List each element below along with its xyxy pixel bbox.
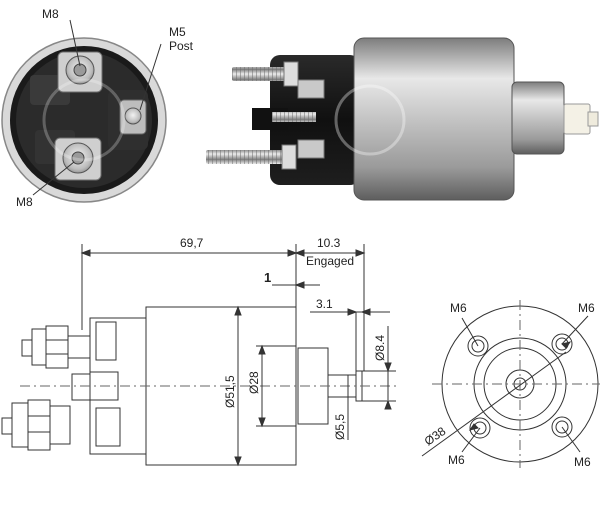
terminal-upper-drawing-icon	[21, 325, 91, 369]
bolt-label-bottom-left: M6	[448, 453, 465, 467]
m5-post-icon	[119, 99, 147, 135]
bolt-hole-icon	[551, 416, 573, 438]
dim-pin-dia-label: Ø5,5	[333, 414, 347, 440]
dim-plunger-dia-label: Ø8.4	[373, 335, 387, 361]
label-m8-top: M8	[42, 7, 59, 21]
bolt-label-top-left: M6	[450, 301, 467, 315]
small-stud-icon	[272, 112, 316, 122]
terminal-middle-drawing-icon	[71, 371, 119, 401]
terminal-lower-drawing-icon	[1, 399, 71, 451]
dim-inner-dia-label: Ø28	[247, 371, 261, 394]
bolt-label-top-right: M6	[578, 301, 595, 315]
label-m5: M5	[169, 25, 186, 39]
flange-end-view	[421, 300, 600, 468]
dim-gap-label: 1	[264, 270, 271, 285]
dim-body-dia-label: Ø51,5	[223, 375, 237, 408]
dim-engaged-value-label: 10.3	[317, 236, 341, 250]
bolt-hole-icon	[467, 335, 489, 357]
m8-terminal-top-icon	[57, 51, 103, 93]
end-view-photo: M8 M5 Post M8	[1, 7, 194, 209]
lower-stud-icon	[206, 144, 297, 170]
label-m8-bottom: M8	[16, 195, 33, 209]
pitch-dia-label: Ø38	[422, 424, 449, 449]
bolt-label-bottom-right: M6	[574, 455, 591, 469]
dim-offset-label: 3.1	[316, 297, 333, 311]
dim-length-label: 69,7	[180, 236, 204, 250]
label-post: Post	[169, 39, 194, 53]
m8-terminal-bottom-icon	[54, 137, 102, 181]
dim-engaged-label: Engaged	[306, 254, 354, 268]
upper-stud-icon	[232, 61, 299, 87]
dimension-drawing	[1, 244, 396, 467]
side-view-photo	[206, 37, 599, 201]
dimension-labels: 69,7 10.3 Engaged 1 3.1 Ø51,5 Ø28 Ø8.4 Ø…	[180, 236, 387, 440]
